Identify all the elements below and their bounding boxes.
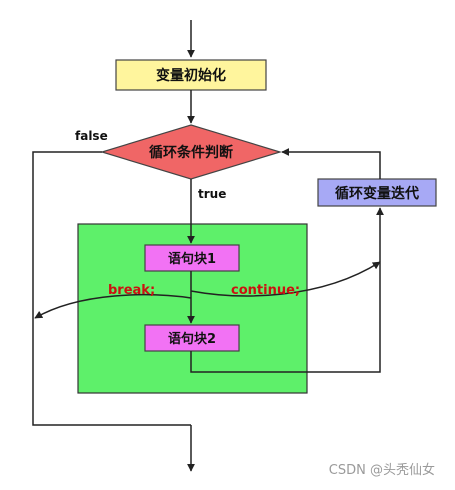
block1-label: 语句块1: [168, 251, 216, 267]
block2-label: 语句块2: [168, 331, 216, 347]
iterate-to-condition-arrow: [281, 148, 381, 179]
iterate-label: 循环变量迭代: [335, 185, 419, 202]
continue-label: continue;: [231, 283, 300, 298]
block1-box: [144, 244, 240, 272]
continue-arrow: [190, 261, 381, 297]
false-branch-line: [32, 151, 191, 426]
condition-label: 循环条件判断: [149, 144, 233, 161]
init-box-label: 变量初始化: [156, 67, 226, 84]
false-label: false: [75, 129, 108, 143]
true-label: true: [198, 187, 226, 201]
break-arrow: [34, 293, 192, 319]
break-label: break;: [108, 283, 155, 298]
watermark: CSDN @头秃仙女: [328, 463, 435, 478]
init-box: [115, 59, 267, 91]
block2-to-iterate-line: [190, 207, 384, 373]
iterate-box: [317, 178, 437, 207]
block2-box: [144, 324, 240, 352]
